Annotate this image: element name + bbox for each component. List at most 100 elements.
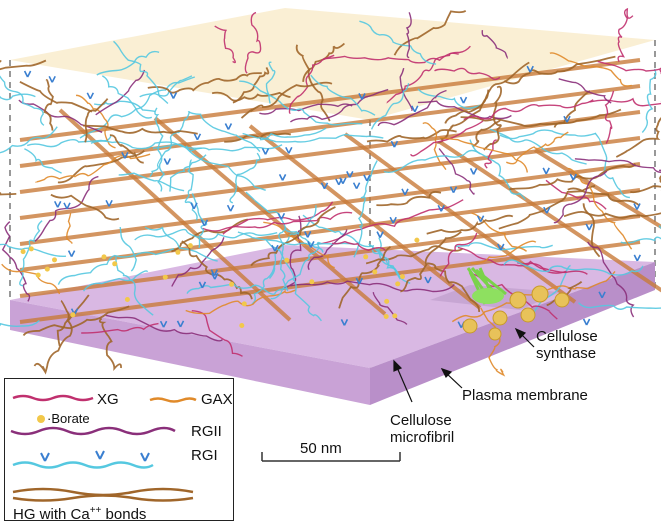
borate-dot [35, 272, 41, 278]
polymer-strand [630, 175, 661, 194]
legend-swatches [10, 394, 197, 502]
microfibril-label-line2: microfibril [390, 429, 455, 446]
polymer-strand [263, 221, 335, 269]
rgi-branch [355, 277, 364, 285]
polymer-strand [149, 111, 191, 178]
polymer-strand [499, 129, 597, 140]
rgi-branch [476, 215, 485, 223]
rgi-branch [200, 219, 209, 227]
polymer-strand [558, 78, 612, 104]
rgi-branch [569, 173, 578, 181]
polymer-network [0, 7, 661, 377]
microfibril-label-line1: Cellulose [390, 412, 452, 429]
polymer-strand [0, 192, 17, 196]
rgi-branch [303, 231, 312, 238]
polymer-strand [34, 175, 99, 242]
borate-dot [124, 297, 130, 302]
polymer-strand [470, 240, 537, 264]
polymer-strand [202, 211, 353, 232]
polymer-strand [377, 89, 447, 127]
polymer-strand [547, 270, 616, 291]
polymer-strand [434, 67, 501, 81]
rgi-branch [542, 167, 550, 175]
polymer-strand [96, 50, 160, 76]
polymer-strand [105, 314, 223, 342]
polymer-strand [0, 93, 36, 101]
polymer-strand [154, 107, 166, 192]
polymer-strand [444, 61, 530, 124]
borate-dot [395, 281, 401, 287]
polymer-strand [113, 40, 169, 105]
rgi-branch [193, 133, 202, 141]
borate-dot [383, 314, 389, 319]
borate-dot [70, 312, 76, 318]
polymer-strand [574, 158, 661, 173]
cellulose-synthase-complexes [462, 285, 570, 341]
polymer-strand [563, 210, 661, 219]
polymer-strand [232, 66, 270, 104]
polymer-strand [400, 231, 462, 293]
polymer-strand [191, 310, 243, 357]
rgi-branch [307, 241, 315, 248]
borate-dot [284, 257, 290, 263]
polymer-strand [288, 54, 335, 114]
polymer-strand [372, 291, 408, 325]
polymer-strand [265, 238, 322, 322]
polymer-strand [242, 132, 384, 143]
polymer-strand [18, 99, 103, 133]
polymer-strand [439, 136, 528, 173]
rgi-branch [424, 276, 432, 284]
polymer-strand [290, 280, 455, 293]
polymer-strand [410, 120, 484, 157]
polymer-strand [368, 243, 411, 284]
borate-dot [20, 249, 26, 255]
polymer-strand [0, 59, 47, 71]
polymer-strand [19, 81, 93, 113]
polymer-strand [101, 75, 153, 119]
rgi-branch [390, 140, 399, 148]
polymer-strand [366, 129, 457, 143]
polymer-strand [399, 67, 413, 111]
cellulose-synthase-label-line2: synthase [536, 345, 597, 362]
polymer-strand [553, 170, 608, 224]
rgi-branch [67, 250, 76, 257]
polymer-strand [270, 241, 322, 300]
polymer-strand [393, 10, 467, 56]
microfibril-rod [19, 84, 641, 168]
borate-dot [400, 274, 405, 280]
polymer-strand [503, 55, 616, 85]
borate-dot [363, 254, 369, 260]
polymer-strand [109, 134, 144, 164]
rgi-branch [585, 223, 593, 231]
polymer-strand [82, 270, 149, 292]
polymer-strand [75, 94, 116, 149]
rgi-branch [159, 320, 168, 328]
polymer-strand [1, 221, 31, 302]
polymer-strand [250, 206, 336, 267]
rgi-branch [543, 206, 551, 214]
rgi-branch [401, 188, 409, 196]
rgi-branch [63, 202, 71, 210]
polymer-strand [251, 264, 276, 305]
polymer-strand [43, 78, 54, 131]
polymer-strand [365, 245, 464, 265]
polymer-strand [134, 228, 278, 241]
polymer-strand [323, 45, 471, 64]
borate-dot [239, 323, 245, 328]
polymer-strand [118, 172, 185, 192]
plasma-membrane-front-left [10, 300, 370, 405]
polymer-strand [426, 214, 514, 235]
rgi-branch [563, 115, 571, 123]
rgi-branch [271, 244, 279, 252]
borate-dot [187, 243, 193, 249]
polymer-strand [240, 81, 333, 119]
polymer-strand [185, 145, 266, 191]
polymer-strand [302, 214, 401, 280]
rgi-branch [497, 243, 505, 251]
rgi-branch [358, 93, 366, 100]
polymer-strand [239, 80, 363, 126]
rgi-branch [198, 281, 207, 289]
polymer-strand [22, 305, 130, 336]
polymer-strand [509, 163, 636, 191]
